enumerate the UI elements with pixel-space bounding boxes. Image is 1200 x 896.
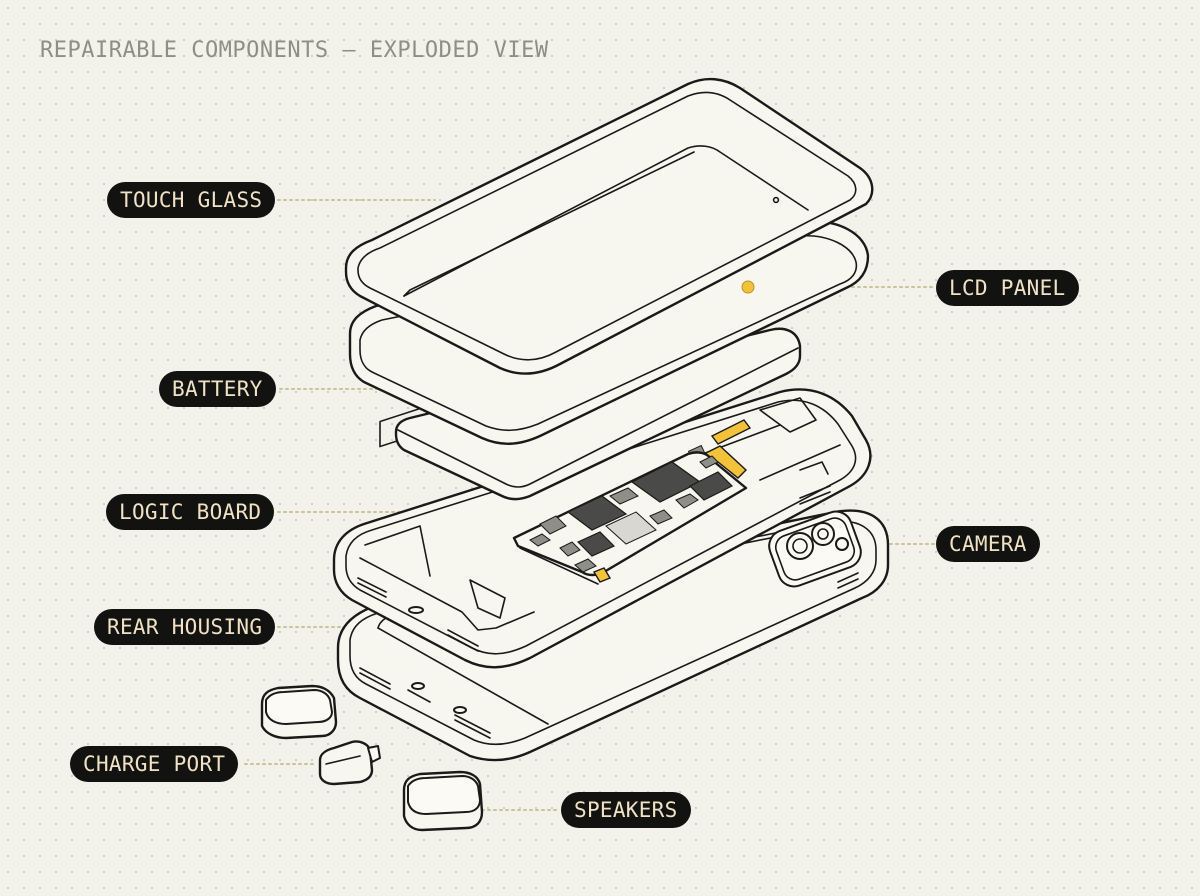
logic-board xyxy=(512,451,748,585)
diagram-title: REPAIRABLE COMPONENTS – EXPLODED VIEW xyxy=(40,38,549,63)
label-touch-glass: TOUCH GLASS xyxy=(107,182,276,218)
charge-port-module xyxy=(318,740,381,786)
speaker-module-left xyxy=(260,684,338,740)
label-logic-board: LOGIC BOARD xyxy=(106,494,275,530)
label-speakers: SPEAKERS xyxy=(561,792,691,828)
label-rear-housing: REAR HOUSING xyxy=(94,609,276,645)
lcd-panel-indicator-dot xyxy=(741,280,755,294)
battery xyxy=(394,327,802,501)
label-charge-port: CHARGE PORT xyxy=(70,746,239,782)
speaker-module-right xyxy=(402,770,484,832)
label-camera: CAMERA xyxy=(936,526,1040,562)
label-lcd-panel: LCD PANEL xyxy=(936,270,1079,306)
label-battery: BATTERY xyxy=(159,371,276,407)
touch-glass xyxy=(344,77,874,375)
